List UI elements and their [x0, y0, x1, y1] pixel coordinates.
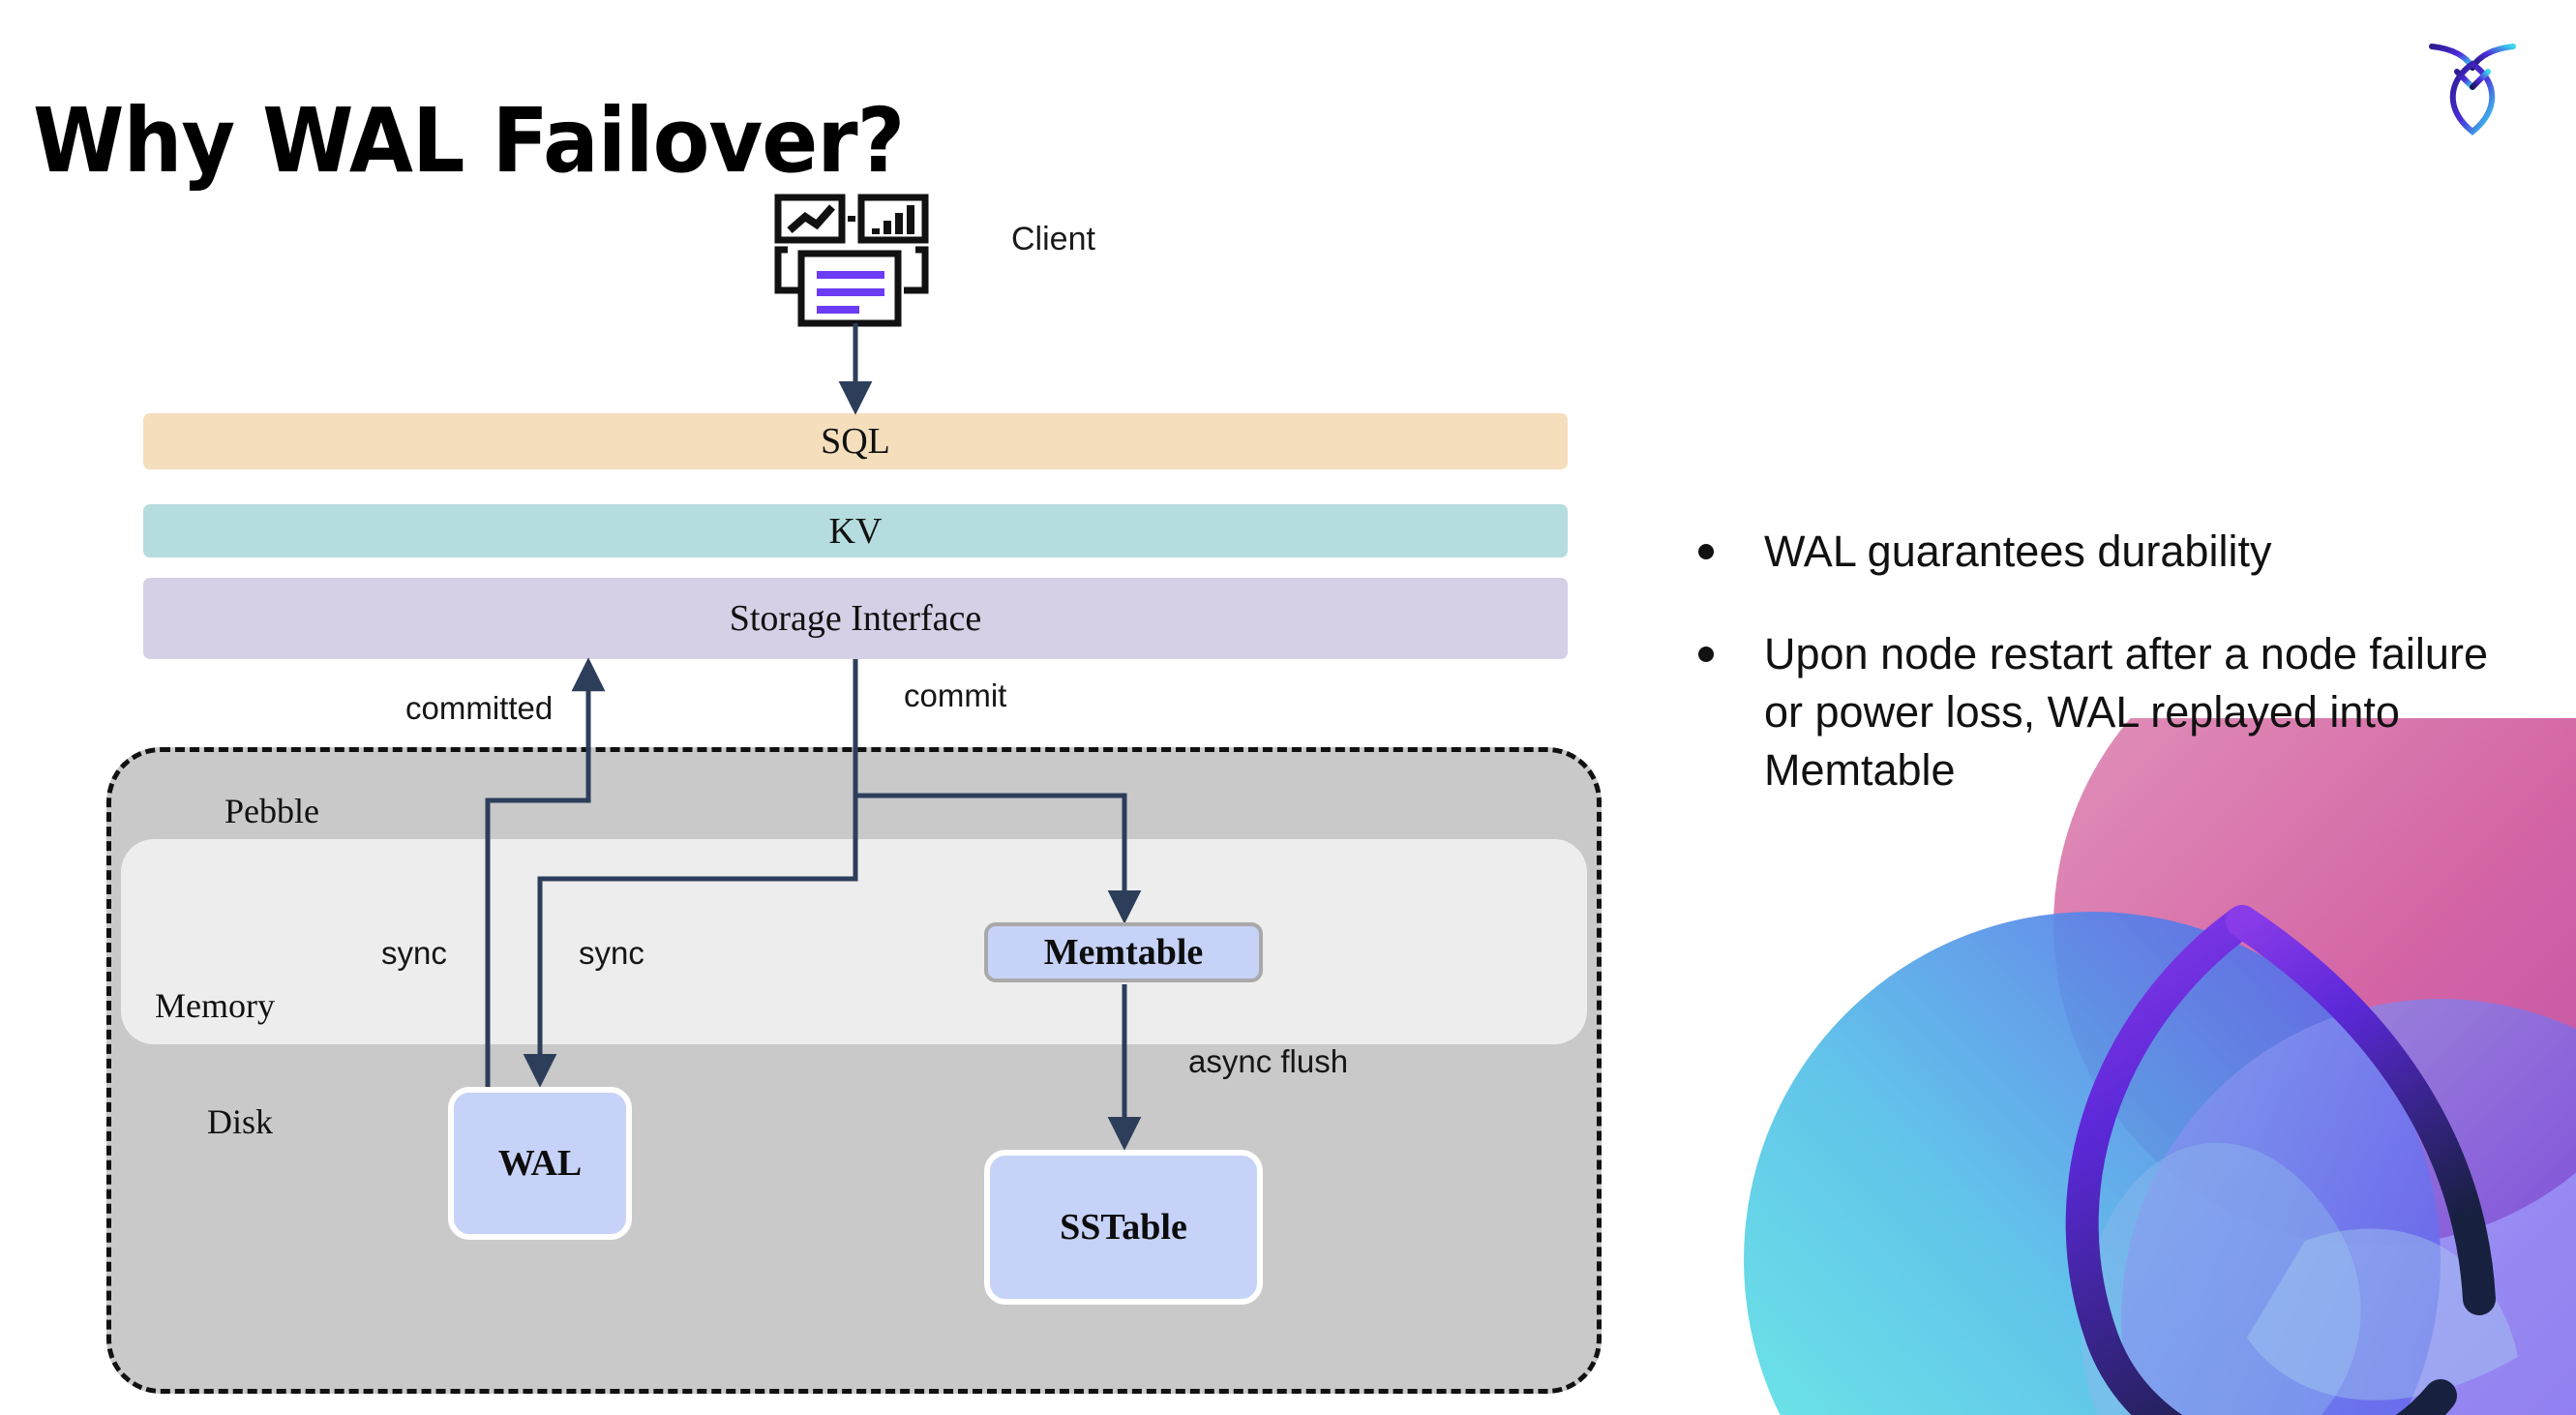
layer-kv-label: KV	[828, 510, 883, 552]
bullet-dot-icon	[1698, 646, 1714, 662]
diagram-connectors	[485, 323, 1142, 1151]
cockroachdb-logo	[2414, 27, 2531, 143]
client-label: Client	[1011, 221, 1095, 257]
bullet-list: WAL guarantees durability Upon node rest…	[1698, 523, 2501, 843]
layer-kv: KV	[143, 504, 1568, 557]
node-memtable: Memtable	[984, 922, 1263, 982]
memory-label: Memory	[155, 986, 275, 1025]
bullet-text: WAL guarantees durability	[1764, 527, 2272, 576]
node-wal-label: WAL	[497, 1143, 583, 1184]
node-sstable-label: SSTable	[1060, 1207, 1187, 1248]
layer-sql-label: SQL	[821, 421, 890, 462]
bullet-dot-icon	[1698, 544, 1714, 559]
list-item: Upon node restart after a node failure o…	[1698, 625, 2501, 799]
layer-storage-label: Storage Interface	[729, 598, 982, 639]
pebble-label: Pebble	[225, 792, 319, 830]
disk-label: Disk	[207, 1102, 274, 1141]
node-wal: WAL	[448, 1087, 632, 1240]
edge-label-async-flush: async flush	[1188, 1043, 1349, 1079]
edge-label-commit: commit	[904, 677, 1007, 713]
cockroachdb-logo-icon	[2429, 44, 2516, 135]
client-dashboard-icon	[774, 194, 929, 329]
bullet-text: Upon node restart after a node failure o…	[1764, 628, 2488, 795]
edge-label-sync-a: sync	[381, 935, 447, 971]
edge-label-sync-b: sync	[579, 935, 644, 971]
layer-storage-interface: Storage Interface	[143, 578, 1568, 659]
list-item: WAL guarantees durability	[1698, 523, 2501, 581]
node-memtable-label: Memtable	[1043, 932, 1204, 973]
node-sstable: SSTable	[984, 1150, 1263, 1305]
architecture-diagram: Client SQL KV Storage Interface Pebble M…	[106, 194, 1602, 1394]
layer-sql: SQL	[143, 413, 1568, 469]
edge-label-committed: committed	[405, 690, 554, 726]
page-title: Why WAL Failover?	[33, 88, 905, 193]
